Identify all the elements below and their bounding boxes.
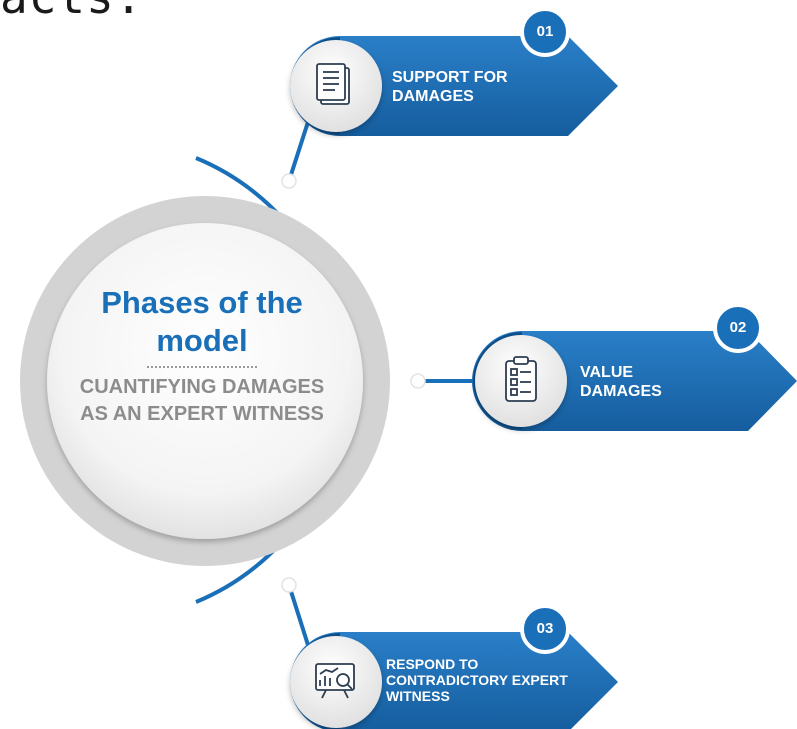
phase-01-label: SUPPORT FOR DAMAGES (392, 69, 508, 105)
inner-disc (47, 223, 363, 539)
connector-line-01 (287, 121, 310, 182)
connector-line-03 (287, 584, 310, 646)
connector-dot-02 (410, 373, 426, 389)
header-partial-text: acts. (0, 0, 143, 24)
phase-03-number-badge (520, 604, 570, 654)
checklist-clipboard-icon (505, 356, 537, 402)
presentation-chart-icon (315, 663, 355, 699)
phase-03-label: RESPOND TO CONTRADICTORY EXPERT WITNESS (386, 656, 568, 704)
center-text-block: Phases of the model CUANTIFYING DAMAGES … (72, 284, 332, 428)
phase-02-number: 02 (729, 319, 747, 336)
phase-01-number: 01 (536, 23, 554, 40)
phase-03-number: 03 (536, 620, 554, 637)
connector-dot-01 (281, 173, 297, 189)
connector-dot-03 (281, 577, 297, 593)
phase-01-number-badge (520, 7, 570, 57)
phase-02-arrow (472, 303, 797, 431)
phase-03-arrow (290, 604, 618, 729)
center-subtitle: CUANTIFYING DAMAGES AS AN EXPERT WITNESS (79, 376, 325, 425)
phase-02-label: VALUE DAMAGES (580, 364, 662, 400)
dotted-divider (147, 366, 257, 370)
center-title: Phases of the model (101, 285, 303, 358)
phase-02-number-badge (713, 303, 763, 353)
phase-01-arrow (290, 7, 618, 136)
document-icon (316, 63, 350, 105)
